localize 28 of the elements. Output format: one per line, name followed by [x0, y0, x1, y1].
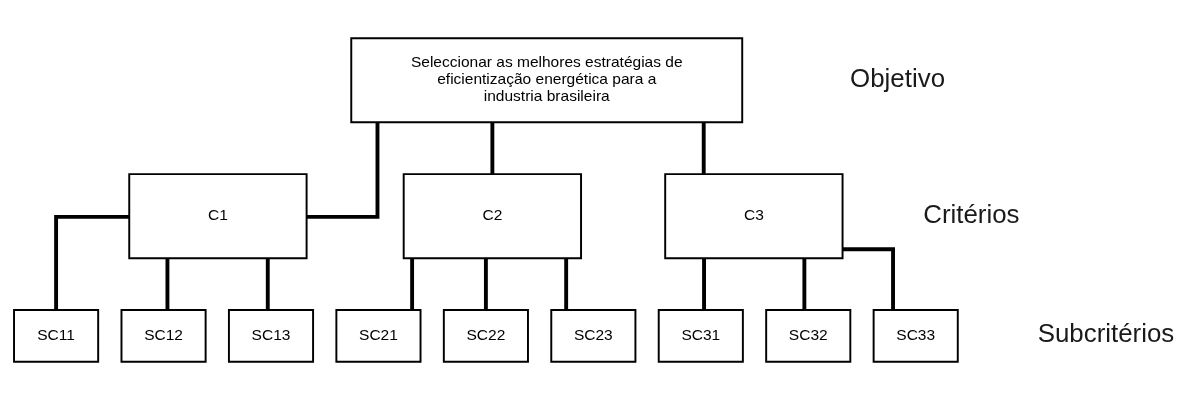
connector — [802, 258, 807, 310]
node-box: SC11 — [13, 309, 100, 363]
node-box: Seleccionar as melhores estratégias de eficientização energética para a industria brasileira — [350, 37, 744, 124]
node-box: SC33 — [872, 309, 959, 363]
connector — [702, 258, 706, 310]
connector — [701, 122, 706, 174]
connector — [307, 122, 380, 219]
label: Objetivo — [850, 63, 946, 92]
node-box: SC13 — [227, 309, 315, 363]
node-box: SC31 — [657, 309, 744, 363]
node-box: SC21 — [335, 309, 422, 363]
label: Critérios — [923, 199, 1020, 228]
node-box: SC32 — [765, 309, 852, 363]
node-box: C3 — [664, 173, 844, 260]
node-box: SC12 — [120, 309, 207, 363]
connector — [54, 214, 129, 310]
node-box: SC23 — [550, 309, 637, 363]
connector — [483, 258, 488, 310]
connector — [165, 258, 170, 310]
connector — [265, 258, 270, 310]
node-box: C1 — [128, 173, 308, 260]
label: Subcritérios — [1037, 319, 1175, 348]
node-box: SC22 — [442, 309, 529, 363]
connector — [490, 122, 495, 174]
connector — [842, 247, 895, 310]
node-box: C2 — [402, 173, 582, 260]
connector — [564, 258, 569, 310]
connector — [410, 258, 415, 310]
